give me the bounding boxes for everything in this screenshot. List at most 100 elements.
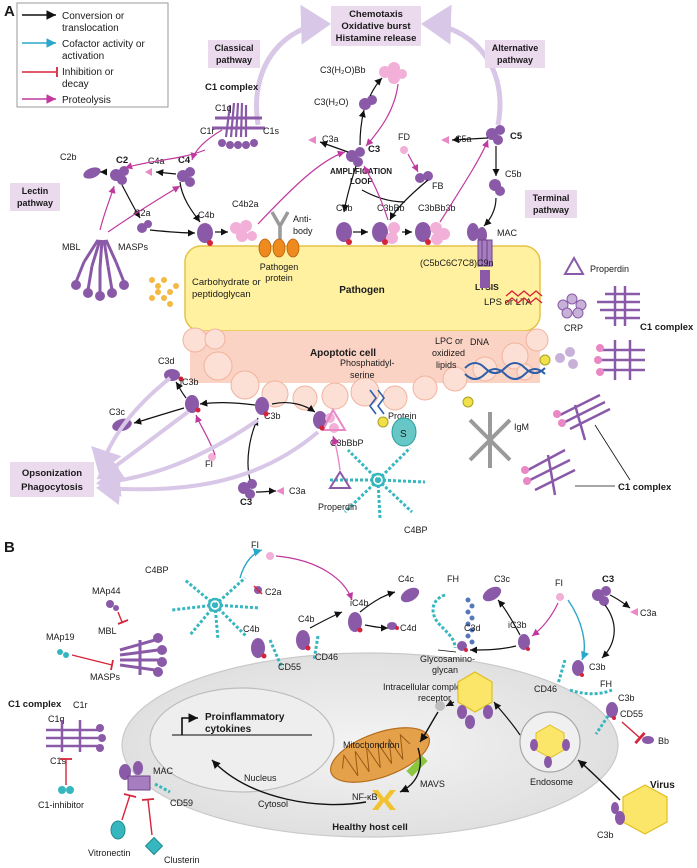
mac-b-icon [119, 761, 151, 791]
terminal-pathway-label-2: pathway [533, 205, 569, 215]
mavs-label: MAVS [420, 779, 445, 789]
c4-to-c4a-arrow [155, 169, 177, 177]
alternative-pathway-box [485, 40, 545, 68]
c4b-left-molecule [251, 638, 267, 659]
c3bbb-label: C3bBb [377, 203, 405, 213]
c3-b-label: C3 [602, 574, 614, 585]
c4bp-core-a [370, 472, 386, 488]
mac-label: MAC [497, 228, 518, 238]
endosome-to-virus-arrow [493, 701, 521, 736]
dna-label: DNA [470, 337, 489, 347]
c1-complex-right-label: C1 complex [640, 322, 694, 333]
nucleus-label: Nucleus [244, 773, 277, 783]
masps-label: MASPs [118, 242, 149, 252]
endosome-c3b [530, 739, 570, 768]
effects-box [331, 6, 421, 46]
c3c-b-molecule [482, 586, 502, 602]
cd46-right-icon [556, 659, 567, 685]
mac-complex-icon [467, 223, 493, 267]
amplification-loop-curve [361, 189, 406, 203]
c3b-apoptotic-label: C3b [264, 411, 281, 421]
c3h2o-to-c3h2obb-arrow [369, 77, 383, 97]
c3-to-c3a-apoptotic-arrow [255, 487, 277, 495]
c3b-right-molecule [606, 702, 618, 720]
legend-conversion-2: translocation [62, 23, 119, 34]
c1-complex-label: C1 complex [205, 82, 259, 93]
c1r-b-label: C1r [73, 700, 88, 710]
c3a-apoptotic-label: C3a [289, 486, 306, 496]
c1-complex-b-heads [96, 724, 106, 752]
ic3b-label: iC3b [180, 377, 199, 387]
carbohydrate-label-2: peptidoglycan [192, 289, 251, 300]
virus-inside-icon [457, 671, 493, 713]
c3h2obb-label: C3(H₂O)Bb [320, 65, 366, 75]
antibody-label-1: Anti- [293, 214, 312, 224]
fd-to-fb-arrow [407, 153, 419, 173]
igm-icon [468, 412, 512, 468]
classical-pathway-box [208, 40, 260, 68]
cytosol-label: Cytosol [258, 799, 288, 809]
clusterin-inhibition [147, 799, 153, 836]
glycosaminoglycan-label-1: Glycosamino- [420, 654, 475, 664]
c5-to-c5a-arrow [451, 136, 489, 144]
c1-to-c4-arrow [190, 129, 223, 161]
c2-to-c2a-arrow [121, 184, 141, 219]
c3bbb3b-label: C3bBb3b [418, 203, 456, 213]
fh-molecule [431, 593, 457, 649]
fi-apoptotic-molecule [208, 453, 216, 461]
c4b2a-label: C4b2a [232, 199, 259, 209]
c3bbbp-label: C3bBbP [330, 438, 364, 448]
c1s-b-label: C1s [50, 756, 67, 766]
fh-right-label: FH [600, 679, 612, 689]
c4b-to-ic4b-arrow [309, 611, 343, 629]
c5-molecule [486, 125, 505, 145]
c4-to-c4b-arrow [179, 181, 201, 223]
classical-pathway-label-1: Classical [214, 43, 253, 53]
proinflammatory-label-2: cytokines [205, 724, 252, 735]
c4b-mid-label: C4b [298, 614, 315, 624]
c3b-to-c3bbbp-arrow [271, 401, 316, 413]
fb-molecule [415, 171, 433, 183]
panel-a-label: A [4, 3, 15, 20]
terminal-pathway-box [525, 190, 577, 218]
ic3b-to-c3c-arrow [497, 599, 521, 636]
c4b-left-label: C4b [243, 624, 260, 634]
phosphatidylserine-icon [369, 389, 385, 415]
glycosaminoglycan-label-2: glycan [432, 665, 458, 675]
legend-box [16, 2, 169, 108]
fi-to-ic3b-right-arrow [531, 602, 559, 637]
cd55-right-icon [594, 715, 610, 735]
map19-molecule [57, 649, 69, 658]
cd46-right-label: CD46 [534, 684, 557, 694]
c1s-label: C1s [263, 126, 280, 136]
c3a-b-fragment [630, 608, 638, 616]
c3-to-c3b-b-arrow [601, 604, 615, 659]
ic3b-b-molecule [518, 634, 530, 651]
lpc-label-3: lipids [436, 360, 457, 370]
crp-label: CRP [564, 323, 583, 333]
c3b-b-molecule [572, 660, 584, 677]
mavs-icon [406, 755, 428, 777]
lectin-pathway-box [10, 183, 60, 211]
c3b-molecule [336, 222, 352, 245]
c1-complex-right-2-heads [594, 344, 604, 376]
virus-outside-c3b [611, 802, 625, 825]
virus-c3b-label: C3b [597, 830, 614, 840]
c4bp-to-fi-arrow [239, 548, 263, 579]
bb-molecule [642, 736, 654, 744]
c4d-label: C4d [400, 623, 417, 633]
pathogen-protein-label-1: Pathogen [260, 262, 299, 272]
intracellular-receptor-icon [435, 701, 445, 711]
lpc-label-1: LPC or [435, 336, 463, 346]
legend-cofactor-1: Cofactor activity or [62, 39, 145, 50]
mavs-to-nfkb-arrow [399, 747, 421, 793]
c3b-right-label: C3b [618, 693, 635, 703]
cd55-inhibits-bb [621, 721, 646, 745]
effect-histamine-release: Histamine release [336, 33, 417, 44]
c3a-top-fragment [308, 136, 316, 144]
fi-b-molecule [266, 552, 274, 560]
c4b-molecule [197, 223, 213, 246]
c1-inhibitor-label: C1-inhibitor [38, 800, 84, 810]
fi-to-ic3b-arrow [195, 414, 216, 456]
c3d-b-label: C3d [464, 623, 481, 633]
